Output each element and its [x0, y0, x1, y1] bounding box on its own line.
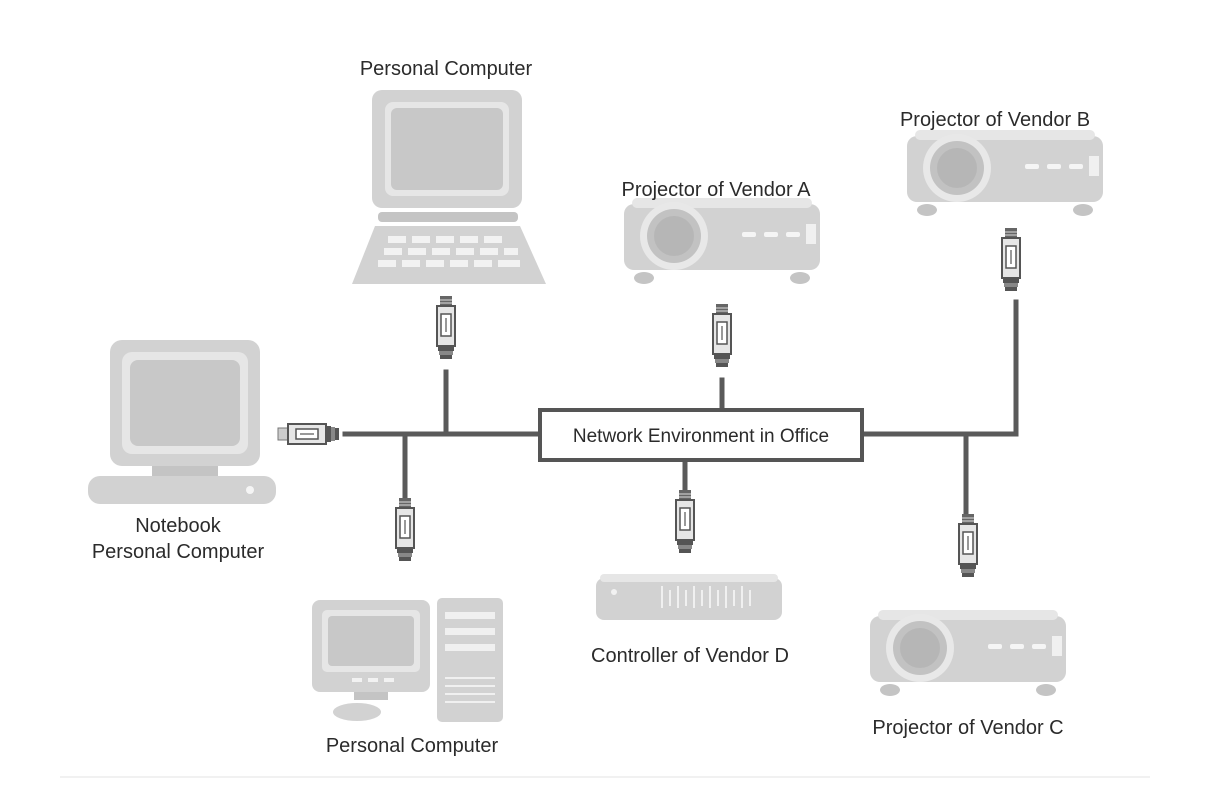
connector-pc-bottom [395, 497, 415, 562]
label-projector-b: Projector of Vendor B [900, 109, 1090, 131]
projector-vendor-c: Projector of Vendor C [870, 610, 1066, 739]
projector-b-icon [907, 130, 1103, 216]
notebook-computer: Notebook Personal Computer [88, 340, 276, 563]
projector-c-icon [870, 610, 1066, 696]
label-notebook-line2: Personal Computer [92, 541, 265, 563]
label-pc-top: Personal Computer [360, 58, 533, 80]
personal-computer-bottom: Personal Computer [312, 598, 503, 757]
connector-projector-a [712, 303, 732, 368]
projector-vendor-b: Projector of Vendor B [900, 109, 1103, 216]
laptop-icon [352, 90, 546, 284]
connector-controller-d [675, 489, 695, 554]
label-pc-bottom: Personal Computer [326, 735, 499, 757]
label-projector-c: Projector of Vendor C [872, 717, 1063, 739]
hub-label: Network Environment in Office [573, 426, 829, 447]
label-notebook-line1: Notebook [135, 515, 222, 537]
bottom-divider [60, 776, 1150, 778]
label-controller-d: Controller of Vendor D [591, 645, 789, 667]
monitor-icon [88, 340, 276, 504]
connector-projector-c [958, 513, 978, 578]
projector-vendor-a: Projector of Vendor A [621, 179, 820, 284]
connector-projector-b [1001, 227, 1021, 292]
controller-vendor-d: Controller of Vendor D [591, 574, 789, 667]
connector-notebook [277, 423, 340, 445]
network-cables [342, 299, 1019, 523]
desktop-icon [312, 598, 503, 722]
controller-icon [596, 574, 782, 620]
projector-a-icon [624, 198, 820, 284]
network-hub: Network Environment in Office [538, 408, 864, 462]
personal-computer-top: Personal Computer [352, 58, 546, 284]
label-projector-a: Projector of Vendor A [621, 179, 811, 201]
connector-pc-top [436, 295, 456, 360]
